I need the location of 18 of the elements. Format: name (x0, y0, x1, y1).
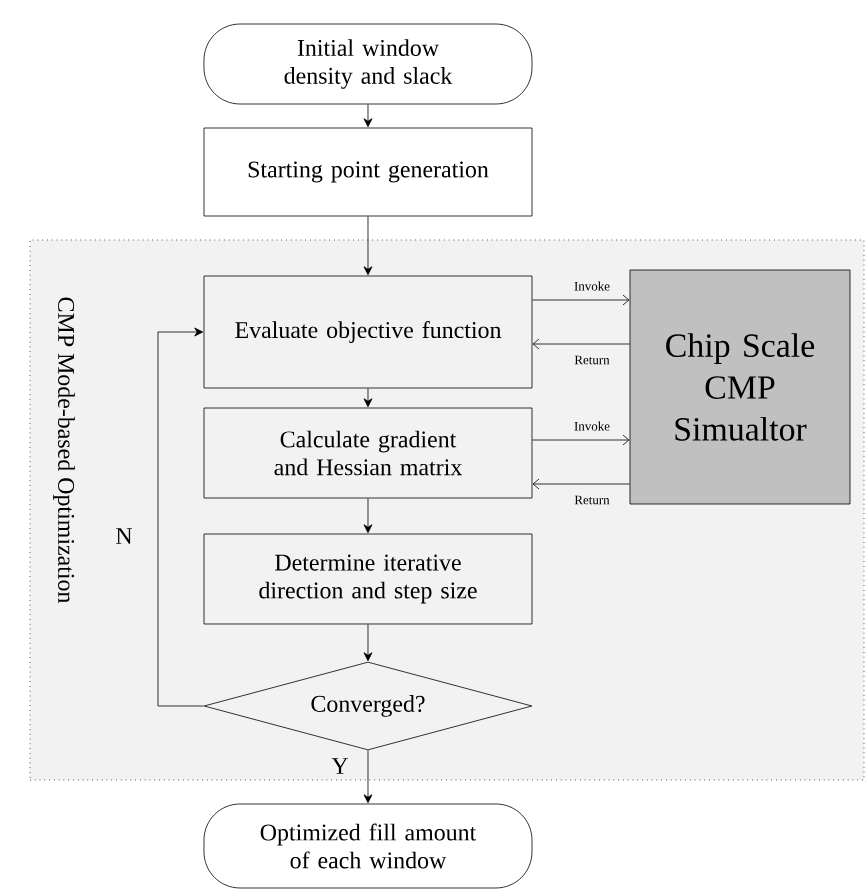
arrow (363, 750, 373, 804)
edge-label: N (116, 528, 133, 544)
simulator-box: Chip Scale CMP Simualtor (629, 269, 851, 505)
arrow (363, 216, 373, 276)
arrow (532, 434, 630, 446)
arrow (363, 498, 373, 534)
loop-arrow (157, 327, 204, 707)
process-box: Starting point generation (203, 127, 533, 217)
process-box: Evaluate objective function (203, 275, 533, 389)
process-box: Determine iterative direction and step size (203, 533, 533, 625)
arrow (363, 624, 373, 662)
arrow (532, 478, 630, 490)
edge-label: Y (331, 758, 348, 774)
arrow (363, 104, 373, 128)
arrow (532, 294, 630, 306)
arrow (363, 388, 373, 408)
arrow (532, 338, 630, 350)
process-box: Calculate gradient and Hessian matrix (203, 407, 533, 499)
